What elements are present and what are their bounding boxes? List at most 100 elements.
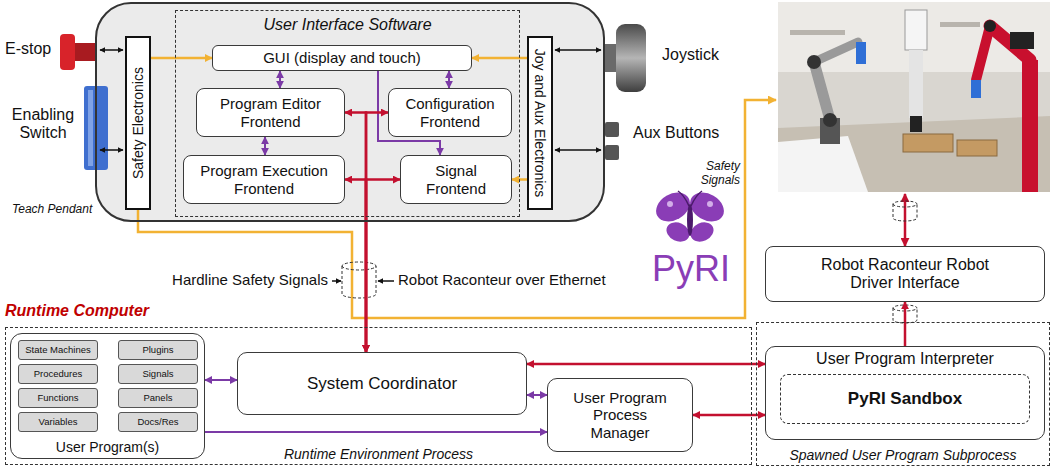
aux-button xyxy=(605,145,619,160)
connector xyxy=(527,363,765,366)
robot-link xyxy=(905,10,927,50)
robot-link xyxy=(1022,60,1038,192)
node-text: Teach Pendant xyxy=(12,203,92,217)
device-label: Joystick xyxy=(662,46,742,64)
switch-highlight xyxy=(88,90,93,166)
node-text: Signals xyxy=(142,369,173,380)
device-label: Enabling Switch xyxy=(2,106,84,143)
label-box: Safety Signals xyxy=(680,160,740,188)
link-label: Robot Raconteur over Ethernet xyxy=(398,271,638,288)
driver-box: Robot Raconteur Robot Driver Interface xyxy=(765,246,1045,302)
tray xyxy=(957,140,997,156)
robot-joint xyxy=(807,55,821,69)
frontend-box: Configuration Frontend xyxy=(388,88,512,137)
robot-screen xyxy=(1010,32,1034,49)
node-text: Functions xyxy=(37,393,78,404)
node-text: Robot Raconteur Robot Driver Interface xyxy=(805,256,1005,293)
robot-link-wire xyxy=(904,194,907,246)
gripper xyxy=(971,80,981,98)
program-item-box: Panels xyxy=(118,388,198,408)
node-text: System Coordinator xyxy=(307,374,457,394)
node-text: Docs/Res xyxy=(137,417,178,428)
link-label: Hardline Safety Signals xyxy=(128,271,328,288)
bench xyxy=(778,136,868,192)
photo-ground xyxy=(778,2,1050,192)
label-box: PyRI xyxy=(652,248,742,289)
node-text: PyRI Sandbox xyxy=(848,389,962,409)
program-item-box: Functions xyxy=(18,388,98,408)
node-text: Safety Electronics xyxy=(130,67,146,179)
table xyxy=(778,116,1050,192)
label-box: Aux Buttons xyxy=(633,124,733,142)
connector xyxy=(527,394,547,396)
label-box: Runtime Computer xyxy=(5,302,205,320)
wire xyxy=(100,49,123,51)
wing-spot xyxy=(707,201,713,207)
robot-link xyxy=(814,62,830,120)
subprocess-region: Spawned User Program SubprocessUser Prog… xyxy=(756,322,1050,466)
manager-box: User Program Process Manager xyxy=(547,378,693,452)
label-box: E-stop xyxy=(5,40,60,58)
connector xyxy=(448,71,450,88)
cable-cylinder xyxy=(342,262,376,298)
connector xyxy=(279,71,281,88)
frontend-box: Program Editor Frontend xyxy=(196,88,345,137)
e-stop-stem xyxy=(75,43,97,61)
robot-link xyxy=(976,26,990,80)
node-text: State Machines xyxy=(25,345,90,356)
leader-line xyxy=(378,280,394,282)
connector xyxy=(472,57,527,60)
frontend-box: Program Execution Frontend xyxy=(183,155,345,204)
shelf xyxy=(790,30,845,35)
frontend-box: Signal Frontend xyxy=(400,155,512,204)
device-label: Aux Buttons xyxy=(633,124,733,142)
node-text: Joy and Aux Electronics xyxy=(532,49,548,198)
robot-link xyxy=(909,50,923,118)
pyri-butterfly-logo xyxy=(651,187,729,245)
shelf xyxy=(940,22,980,27)
label-box: Robot Raconteur over Ethernet xyxy=(398,271,638,288)
leader-line xyxy=(332,280,341,282)
label-box: Hardline Safety Signals xyxy=(128,271,328,288)
signal-label: Safety Signals xyxy=(680,160,740,188)
label-box: Enabling Switch xyxy=(2,106,84,143)
cable-cylinder xyxy=(893,201,917,221)
node-text: Configuration Frontend xyxy=(395,95,505,130)
coordinator-box: System Coordinator xyxy=(237,352,527,415)
program-box: User Program(s)State MachinesPluginsProc… xyxy=(10,333,205,459)
node-text: User Program Process Manager xyxy=(570,389,670,441)
node-text: User Interface Software xyxy=(263,16,431,34)
gripper xyxy=(910,116,922,132)
label-box: Joystick xyxy=(662,46,742,64)
node-text: Procedures xyxy=(34,369,83,380)
robot-joint xyxy=(984,20,996,32)
logo-text: PyRI xyxy=(652,248,742,289)
software-region: User Interface SoftwareGUI (display and … xyxy=(175,10,520,217)
aux-button xyxy=(605,122,619,137)
sandbox-box: PyRI Sandbox xyxy=(780,374,1030,424)
connector xyxy=(264,137,266,155)
teach-pendant-housing: Teach PendantSafety ElectronicsUser Inte… xyxy=(95,2,605,222)
connector xyxy=(345,113,366,353)
connector xyxy=(151,57,212,60)
joystick-shaft xyxy=(604,44,618,72)
node-text: Runtime Environment Process xyxy=(284,446,473,462)
wire xyxy=(100,149,123,151)
joystick-symbol xyxy=(604,24,646,92)
node-text: Spawned User Program Subprocess xyxy=(789,447,1016,463)
program-item-box: Procedures xyxy=(18,364,98,384)
wire xyxy=(555,149,601,151)
electronics-box: Safety Electronics xyxy=(125,36,151,210)
region-label: Runtime Computer xyxy=(5,302,205,320)
tray xyxy=(903,134,953,152)
connector xyxy=(205,431,547,433)
gripper xyxy=(856,42,866,64)
node-text: Program Execution Frontend xyxy=(190,162,338,197)
robot-joint xyxy=(823,113,837,127)
connector xyxy=(693,414,765,417)
program-item-box: Signals xyxy=(118,364,198,384)
joystick-grip xyxy=(616,24,646,92)
wing-spot xyxy=(667,201,673,207)
